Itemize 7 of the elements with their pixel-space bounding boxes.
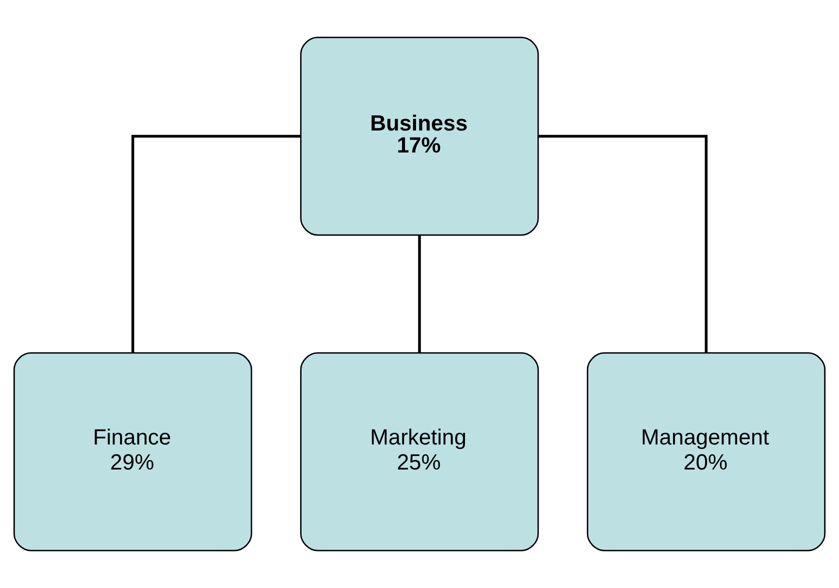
node-box: Finance 29% — [13, 352, 252, 552]
connector — [131, 134, 301, 353]
node-box: Management 20% — [586, 352, 826, 552]
node-box: Marketing 25% — [300, 352, 539, 552]
node-box: Business 17% — [300, 36, 539, 236]
connector — [538, 134, 708, 353]
connector — [418, 235, 421, 353]
